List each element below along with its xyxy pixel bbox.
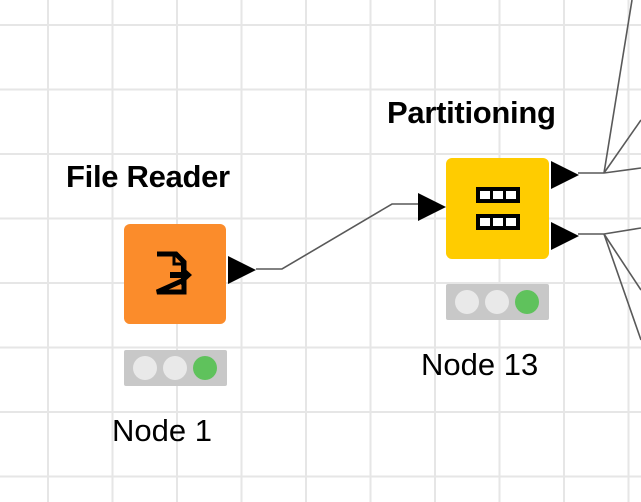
connection-node13-out1b[interactable] [603,119,641,174]
table-split-icon [476,187,520,230]
output-port[interactable] [228,256,256,284]
output-port-first-partition[interactable] [551,161,579,189]
connection-node13-out1c[interactable] [603,0,633,174]
status-traffic-light [446,284,549,320]
connection-node13-out2b[interactable] [603,233,641,291]
node-body-partitioning[interactable] [446,158,549,259]
status-light-yellow [485,290,509,314]
connection-node13-out1[interactable] [578,167,641,174]
status-light-yellow [163,356,187,380]
input-port[interactable] [418,193,446,221]
file-export-icon [155,251,192,295]
output-port-second-partition[interactable] [551,222,579,250]
status-light-red [455,290,479,314]
node-title[interactable]: File Reader [66,159,230,194]
status-light-green [515,290,539,314]
status-traffic-light [124,350,227,386]
node-label[interactable]: Node 1 [112,413,212,448]
status-light-green [193,356,217,380]
connection-node13-out2c[interactable] [603,233,641,341]
connection-node1-to-node13[interactable] [256,203,420,270]
status-light-red [133,356,157,380]
node-title[interactable]: Partitioning [387,95,556,130]
node-label[interactable]: Node 13 [421,347,539,382]
connection-node13-out2[interactable] [578,227,641,235]
node-body-file-reader[interactable] [124,224,226,324]
